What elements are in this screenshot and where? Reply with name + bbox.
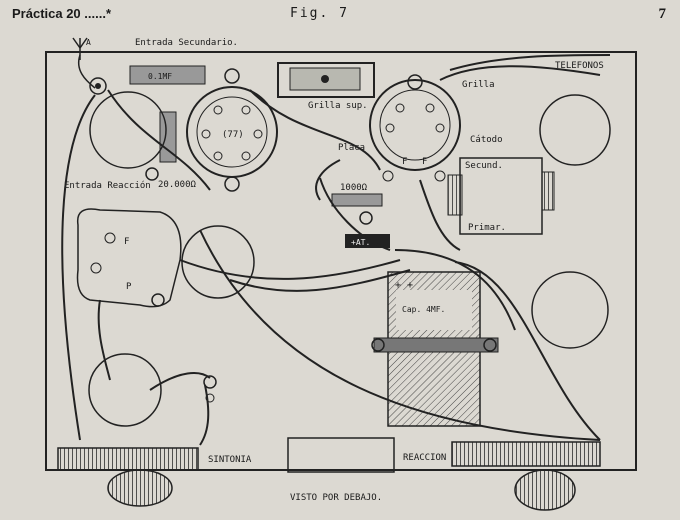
f-label-2: F [422, 157, 427, 167]
antenna-label: A [86, 38, 91, 47]
r1000-label: 1000Ω [340, 183, 368, 193]
coil-top-left [89, 91, 167, 169]
mounting-hole [531, 271, 609, 349]
terminal-lug [151, 293, 165, 307]
tube-socket-right [369, 74, 461, 182]
tube-socket-77 [186, 68, 278, 192]
resistor-1000 [331, 193, 383, 207]
p-label: P [126, 282, 132, 292]
catodo-label: Cátodo [470, 135, 503, 145]
sintonia-bar [57, 447, 199, 471]
terminal-lug [203, 375, 217, 389]
grid-leak-screw [321, 75, 329, 83]
entrada-reaccion-label: Entrada Reacción [64, 180, 151, 191]
resistor-0-1mf [129, 65, 206, 85]
coil-mount-plate [76, 208, 182, 308]
sintonia-label: SINTONIA [208, 455, 252, 465]
reaccion-knob [514, 469, 576, 511]
clamp-screw [371, 338, 385, 352]
resistor-value-label: 0.1MF [148, 72, 172, 81]
clamp-screw [483, 338, 497, 352]
grilla-label: Grilla [462, 80, 495, 90]
mounting-hole [539, 94, 611, 166]
r20000-label: 20.000Ω [158, 180, 197, 190]
visto-label: VISTO POR DEBAJO. [290, 493, 382, 503]
secund-label: Secund. [465, 161, 503, 171]
grid-leak-holder [277, 62, 375, 98]
f-label-3: F [124, 237, 129, 247]
f-label-1: F [402, 157, 407, 167]
chassis-outline [45, 51, 637, 471]
wiring [61, 54, 611, 446]
reaccion-label: REACCION [403, 453, 446, 463]
transformer-core-left [447, 174, 463, 216]
placa-label: Placa [338, 143, 365, 153]
grilla-sup-label: Grilla sup. [308, 101, 368, 111]
terminal-lug [145, 167, 159, 181]
plus-at-label: +AT. [351, 238, 370, 247]
resistor-vertical [159, 111, 177, 163]
practice-title: Práctica 20 ......* [12, 6, 112, 21]
primar-label: Primar. [468, 223, 506, 233]
capacitor-label-area [396, 290, 472, 330]
tube-77-label: (77) [222, 130, 244, 140]
terminal-lug [89, 77, 107, 95]
transformer-core-right [541, 171, 555, 211]
terminal-lug [205, 393, 215, 403]
capacitor-clamp [373, 337, 499, 353]
terminal-lug [95, 83, 101, 89]
terminal-lug [359, 211, 373, 225]
page-number: 7 [658, 6, 667, 22]
antenna-symbol [72, 37, 96, 89]
mounting-hole-center [181, 225, 255, 299]
figure-title: Fig. 7 [290, 6, 349, 21]
mounting-hole-lower-left [88, 353, 162, 427]
cap-label: Cap. 4MF. [402, 305, 445, 314]
sintonia-knob [107, 469, 173, 507]
terminal-lug [104, 232, 116, 244]
terminal-lug [90, 262, 102, 274]
entrada-secundario-label: Entrada Secundario. [135, 38, 238, 48]
telefonos-label: TELEFONOS [555, 61, 604, 71]
reaccion-bar [451, 441, 601, 467]
plus-plus-label: + + [395, 280, 413, 291]
bottom-center-panel [287, 437, 395, 473]
